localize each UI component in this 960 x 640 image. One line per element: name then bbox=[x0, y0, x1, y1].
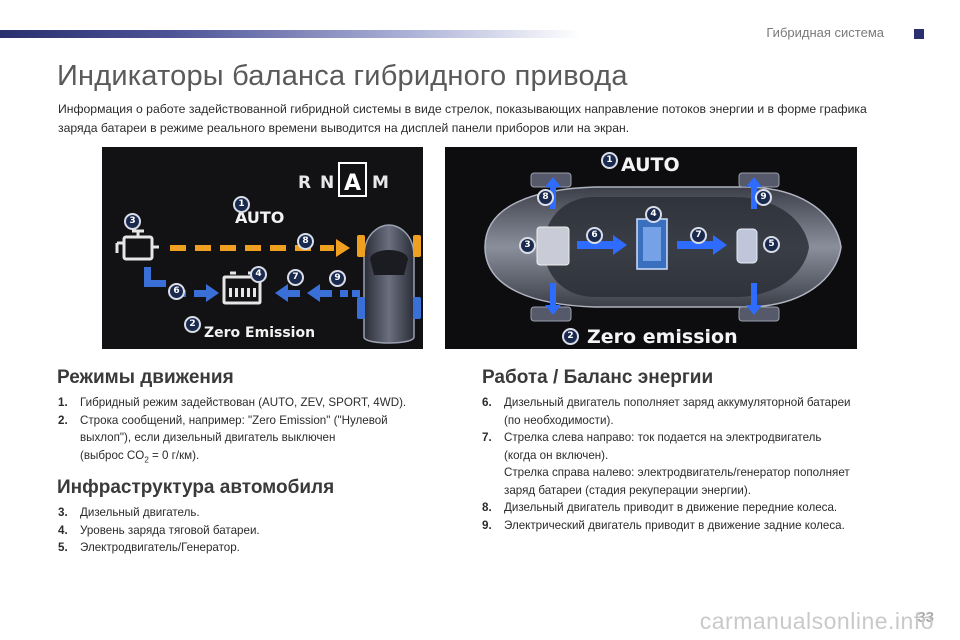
item-number: 3. bbox=[58, 506, 68, 519]
item-number: 6. bbox=[482, 396, 492, 409]
screen-callout-9: 9 bbox=[755, 189, 772, 206]
item-text: (по необходимости). bbox=[504, 413, 614, 427]
item-number: 2. bbox=[58, 413, 68, 427]
callout-2: 2 bbox=[184, 316, 201, 333]
car-icon bbox=[357, 224, 421, 344]
item-text: Стрелка слева направо: ток подается на э… bbox=[504, 431, 822, 444]
zero-emission-label-screen: Zero emission bbox=[587, 326, 738, 348]
engine-to-wheels-arrows bbox=[170, 239, 350, 257]
list-item: 2. Строка сообщений, например: "Zero Emi… bbox=[58, 412, 458, 465]
energy-balance-heading: Работа / Баланс энергии bbox=[482, 367, 714, 388]
list-item: 5. Электродвигатель/Генератор. bbox=[58, 539, 458, 557]
screen-callout-3: 3 bbox=[519, 237, 536, 254]
item-text: Дизельный двигатель. bbox=[80, 506, 200, 519]
section-marker-square bbox=[914, 29, 924, 39]
co2-subscript: 2 bbox=[144, 454, 149, 464]
co2-prefix: (выброс CO bbox=[80, 448, 145, 462]
item-text: Гибридный режим задействован (AUTO, ZEV,… bbox=[80, 396, 407, 409]
energy-balance-list: 6. Дизельный двигатель пополняет заряд а… bbox=[482, 394, 912, 534]
mode-a-highlight bbox=[338, 162, 367, 197]
item-text: Дизельный двигатель приводит в движение … bbox=[504, 501, 838, 514]
watermark: carmanualsonline.info bbox=[699, 608, 934, 634]
list-item: 9. Электрический двигатель приводит в дв… bbox=[482, 517, 912, 535]
item-number: 5. bbox=[58, 541, 68, 554]
instrument-panel-figure: R N A M AUTO bbox=[102, 147, 423, 349]
callout-6: 6 bbox=[168, 283, 185, 300]
list-item: 4. Уровень заряда тяговой батареи. bbox=[58, 522, 458, 540]
mode-r: R bbox=[298, 173, 311, 193]
item-number: 8. bbox=[482, 501, 492, 514]
callout-4: 4 bbox=[250, 266, 267, 283]
driving-modes-list: 1. Гибридный режим задействован (AUTO, Z… bbox=[58, 394, 458, 464]
multifunction-screen-figure: AUTO Zero emission 1 2 3 bbox=[445, 147, 857, 349]
zero-emission-label: Zero Emission bbox=[204, 325, 315, 341]
instrument-panel-illustration: R N A M AUTO bbox=[115, 162, 421, 344]
item-text: Электродвигатель/Генератор. bbox=[80, 541, 240, 554]
screen-callout-2: 2 bbox=[562, 328, 579, 345]
motor-block bbox=[736, 228, 758, 264]
page-title: Индикаторы баланса гибридного привода bbox=[57, 60, 628, 92]
mode-n: N bbox=[320, 173, 334, 193]
item-number: 9. bbox=[482, 518, 492, 532]
list-item: 1. Гибридный режим задействован (AUTO, Z… bbox=[58, 394, 458, 412]
list-item: 6. Дизельный двигатель пополняет заряд а… bbox=[482, 394, 912, 429]
item-text: Электрический двигатель приводит в движе… bbox=[504, 518, 845, 532]
mode-a: A bbox=[344, 171, 361, 196]
section-label: Гибридная система bbox=[766, 25, 884, 40]
page-number: 33 bbox=[917, 609, 934, 626]
screen-callout-1: 1 bbox=[601, 152, 618, 169]
auto-label-screen: AUTO bbox=[621, 154, 680, 176]
engine-block bbox=[536, 226, 570, 266]
item-number: 7. bbox=[482, 431, 492, 444]
item-text: (когда он включен). bbox=[504, 448, 609, 462]
screen-callout-5: 5 bbox=[763, 236, 780, 253]
item-text: выхлоп"), если дизельный двигатель выклю… bbox=[80, 431, 336, 444]
screen-callout-4: 4 bbox=[645, 206, 662, 223]
car-overhead-illustration: AUTO Zero emission bbox=[484, 154, 842, 348]
screen-callout-6: 6 bbox=[586, 227, 603, 244]
callout-7: 7 bbox=[287, 269, 304, 286]
co2-suffix: = 0 г/км). bbox=[148, 448, 200, 462]
list-item: 7. Стрелка слева направо: ток подается н… bbox=[482, 429, 912, 499]
infrastructure-heading: Инфраструктура автомобиля bbox=[57, 477, 335, 498]
co2-line: (выброс CO2 = 0 г/км). bbox=[80, 447, 458, 465]
driving-modes-heading: Режимы движения bbox=[57, 367, 234, 388]
wheel-rear-right bbox=[738, 306, 780, 322]
callout-9: 9 bbox=[329, 270, 346, 287]
engine-icon bbox=[115, 229, 159, 261]
list-item: 3. Дизельный двигатель. bbox=[58, 504, 458, 522]
auto-label: AUTO bbox=[235, 208, 284, 227]
callout-1: 1 bbox=[233, 196, 250, 213]
screen-callout-8: 8 bbox=[537, 189, 554, 206]
intro-paragraph: Информация о работе задействованной гибр… bbox=[58, 102, 867, 135]
item-number: 1. bbox=[58, 396, 68, 409]
item-text: заряд батареи (стадия рекуперации энерги… bbox=[504, 483, 751, 497]
item-text: Дизельный двигатель пополняет заряд акку… bbox=[504, 396, 851, 409]
item-text: Стрелка справа налево: электродвигатель/… bbox=[504, 466, 850, 479]
item-number: 4. bbox=[58, 523, 68, 537]
screen-callout-7: 7 bbox=[690, 227, 707, 244]
callout-3: 3 bbox=[124, 213, 141, 230]
item-text: Строка сообщений, например: "Zero Emissi… bbox=[80, 413, 388, 427]
item-text: Уровень заряда тяговой батареи. bbox=[80, 523, 260, 537]
infrastructure-list: 3. Дизельный двигатель. 4. Уровень заряд… bbox=[58, 504, 458, 557]
header-decoration-bar bbox=[0, 30, 960, 38]
list-item: 8. Дизельный двигатель приводит в движен… bbox=[482, 499, 912, 517]
mode-m: M bbox=[372, 173, 389, 193]
callout-8: 8 bbox=[297, 233, 314, 250]
